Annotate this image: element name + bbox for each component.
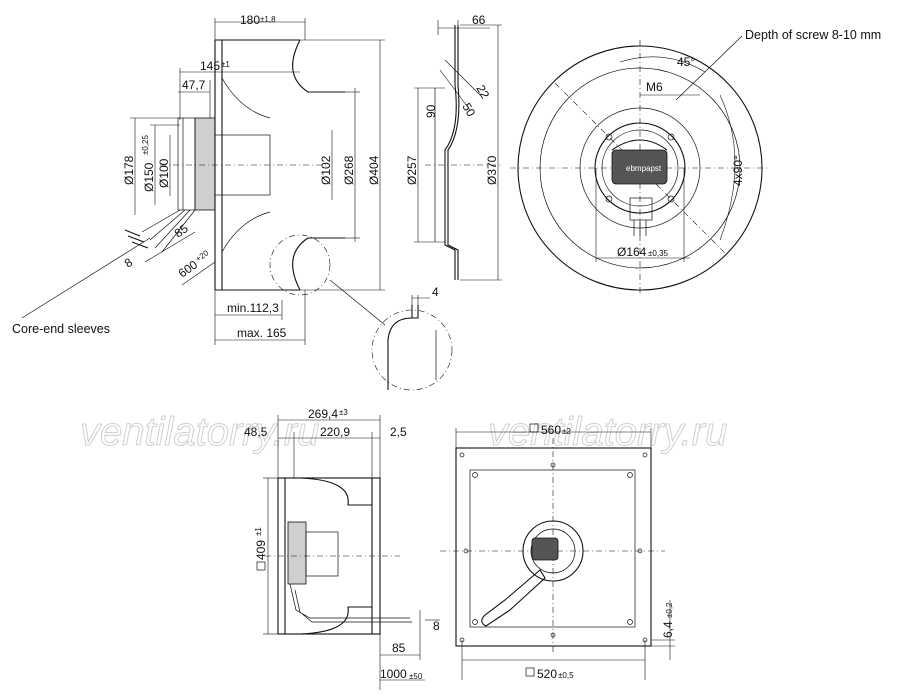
motor-flange (194, 117, 216, 211)
dim-min: min.112,3 (227, 301, 279, 315)
dim-6-4: 6,4 (661, 621, 675, 638)
watermark-left: ventilatorry.ru (80, 410, 319, 454)
dim-145-tol: ±1 (221, 60, 230, 69)
bottom-side-view: 269,4 ±3 48,5 220,9 2,5 409 ±1 85 8 1000… (244, 407, 440, 690)
dim-detail-4: 4 (432, 285, 439, 299)
dim-max: max. 165 (237, 326, 287, 340)
dim-2-5: 2,5 (390, 425, 407, 439)
dim-180-tol: ±1,8 (260, 15, 276, 24)
dim-d404: Ø404 (367, 155, 381, 185)
dim-4x90: 4x90° (731, 155, 745, 186)
dim-45deg: 45° (677, 55, 695, 69)
dim-d268: Ø268 (342, 155, 356, 185)
dim-sq409-tol: ±1 (254, 527, 263, 536)
dim-sq560: 560 (541, 423, 561, 437)
side-view: 180 ±1,8 145 ±1 47,7 Ø178 Ø150 ±0,25 Ø10… (21, 13, 386, 345)
dim-d150: Ø150 (142, 162, 156, 192)
dim-bottom-85: 85 (392, 641, 406, 655)
dim-sq520: 520 (537, 667, 557, 681)
dim-angle-22: 22 (473, 83, 492, 102)
dim-cable-85: 85 (172, 221, 191, 240)
motor-hub (611, 149, 668, 185)
dim-180: 180 (240, 13, 260, 27)
dim-d257: Ø257 (405, 155, 419, 185)
dim-145: 145 (200, 59, 220, 73)
dim-cable-600-tol: +20 (194, 248, 211, 263)
dim-angle-50: 50 (459, 101, 478, 120)
dim-269: 269,4 (308, 407, 338, 421)
front-view: ebmpapst 45° M6 4x90° Ø164 ±0,35 (510, 35, 770, 295)
dim-d164-tol: ±0,35 (648, 249, 669, 258)
dim-m6: M6 (646, 80, 663, 94)
detail-view: 4 (371, 285, 453, 391)
dim-cable-8: 8 (122, 255, 136, 270)
dim-d164: Ø164 (617, 245, 647, 259)
dim-sq520-tol: ±0,5 (558, 671, 574, 680)
dim-d150-tol: ±0,25 (141, 134, 150, 155)
screw-depth-label: Depth of screw 8-10 mm (745, 28, 881, 42)
dim-269-tol: ±3 (339, 408, 348, 417)
dim-6-4-tol: ±0,2 (665, 602, 674, 618)
dim-1000-tol: ±50 (409, 672, 423, 681)
dim-66: 66 (472, 13, 486, 27)
dim-sq560-tol: ±2 (562, 427, 571, 436)
dim-48-5: 48,5 (244, 425, 268, 439)
dim-angle-90: 90 (424, 104, 438, 118)
section-view: 66 90 50 22 Ø257 Ø370 (405, 13, 502, 281)
brand-logo: ebmpapst (626, 164, 662, 173)
dim-d370: Ø370 (485, 155, 499, 185)
dim-bottom-8: 8 (433, 619, 440, 633)
dim-220-9: 220,9 (320, 425, 350, 439)
dim-47-7: 47,7 (182, 78, 206, 92)
dim-d100: Ø100 (157, 158, 171, 188)
dim-sq409: 409 (254, 540, 268, 560)
core-end-label: Core-end sleeves (12, 322, 110, 336)
dim-d102: Ø102 (319, 155, 333, 185)
bottom-front-view: 560 ±2 520 ±0,5 6,4 ±0,2 (440, 423, 675, 681)
dim-d178: Ø178 (122, 155, 136, 185)
dim-1000: 1000 (380, 667, 407, 681)
